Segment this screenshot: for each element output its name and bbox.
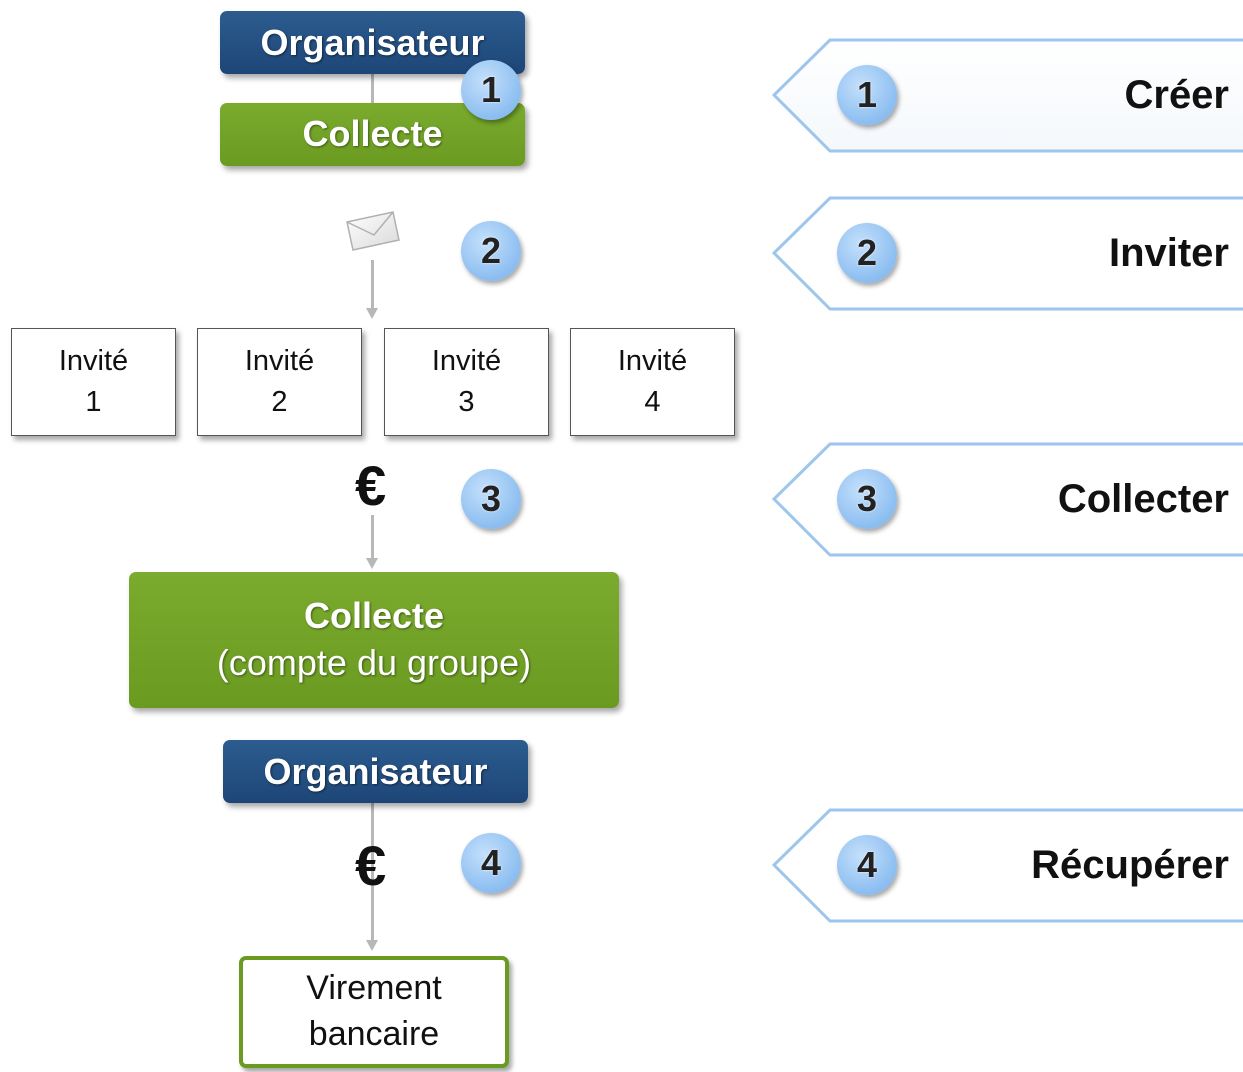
step-chevron-badge: 4 xyxy=(837,835,897,895)
guest-label: Invité xyxy=(617,345,688,378)
guest-label: Invité xyxy=(58,345,129,378)
step-chevron-badge: 2 xyxy=(837,223,897,283)
step-chevron-3: 3 Collecter xyxy=(772,442,1243,557)
step-chevron-badge: 3 xyxy=(837,469,897,529)
organiser-label: Organisateur xyxy=(263,750,488,792)
guest-number: 2 xyxy=(271,386,288,418)
guest-box-1: Invité 1 xyxy=(11,328,176,436)
step-chevron-4: 4 Récupérer xyxy=(772,808,1243,923)
step-label: Collecter xyxy=(1057,477,1229,521)
guest-label: Invité xyxy=(431,345,502,378)
bank-transfer-box: Virement bancaire xyxy=(239,956,509,1068)
organiser-box-top: Organisateur xyxy=(220,11,525,74)
organiser-box-bottom: Organisateur xyxy=(223,740,528,803)
guest-box-4: Invité 4 xyxy=(570,328,735,436)
bank-transfer-line2: bancaire xyxy=(308,1015,440,1053)
euro-icon: € xyxy=(355,454,387,517)
collecte-group-subtitle: (compte du groupe) xyxy=(216,642,532,683)
envelope-icon xyxy=(343,208,403,252)
connector-organiser-collecte xyxy=(371,70,374,106)
guest-box-3: Invité 3 xyxy=(384,328,549,436)
guest-number: 1 xyxy=(85,386,102,418)
connector-guests-collecte xyxy=(371,515,374,560)
collecte-label: Collecte xyxy=(302,113,443,155)
guest-label: Invité xyxy=(244,345,315,378)
guest-number: 4 xyxy=(644,386,661,418)
arrowhead xyxy=(366,558,378,569)
arrowhead xyxy=(366,308,378,319)
collecte-group-box: Collecte (compte du groupe) xyxy=(129,572,619,708)
step-chevron-badge: 1 xyxy=(837,65,897,125)
step-label: Inviter xyxy=(1108,231,1229,275)
connector-envelope-guests xyxy=(371,260,374,310)
step-chevron-1: 1 Créer xyxy=(772,38,1243,153)
connector-organiser-bank xyxy=(371,800,374,940)
arrowhead xyxy=(366,940,378,951)
step-badge-4: 4 xyxy=(461,833,521,893)
step-chevron-2: 2 Inviter xyxy=(772,196,1243,311)
step-label: Récupérer xyxy=(1031,843,1229,887)
euro-icon: € xyxy=(355,834,387,897)
guest-box-2: Invité 2 xyxy=(197,328,362,436)
bank-transfer-line1: Virement xyxy=(306,969,442,1008)
guest-number: 3 xyxy=(458,386,475,418)
step-badge-2: 2 xyxy=(461,221,521,281)
step-badge-3: 3 xyxy=(461,469,521,529)
step-label: Créer xyxy=(1124,73,1229,117)
organiser-label: Organisateur xyxy=(260,21,485,63)
collecte-group-title: Collecte xyxy=(303,595,445,637)
step-badge-1: 1 xyxy=(461,60,521,120)
